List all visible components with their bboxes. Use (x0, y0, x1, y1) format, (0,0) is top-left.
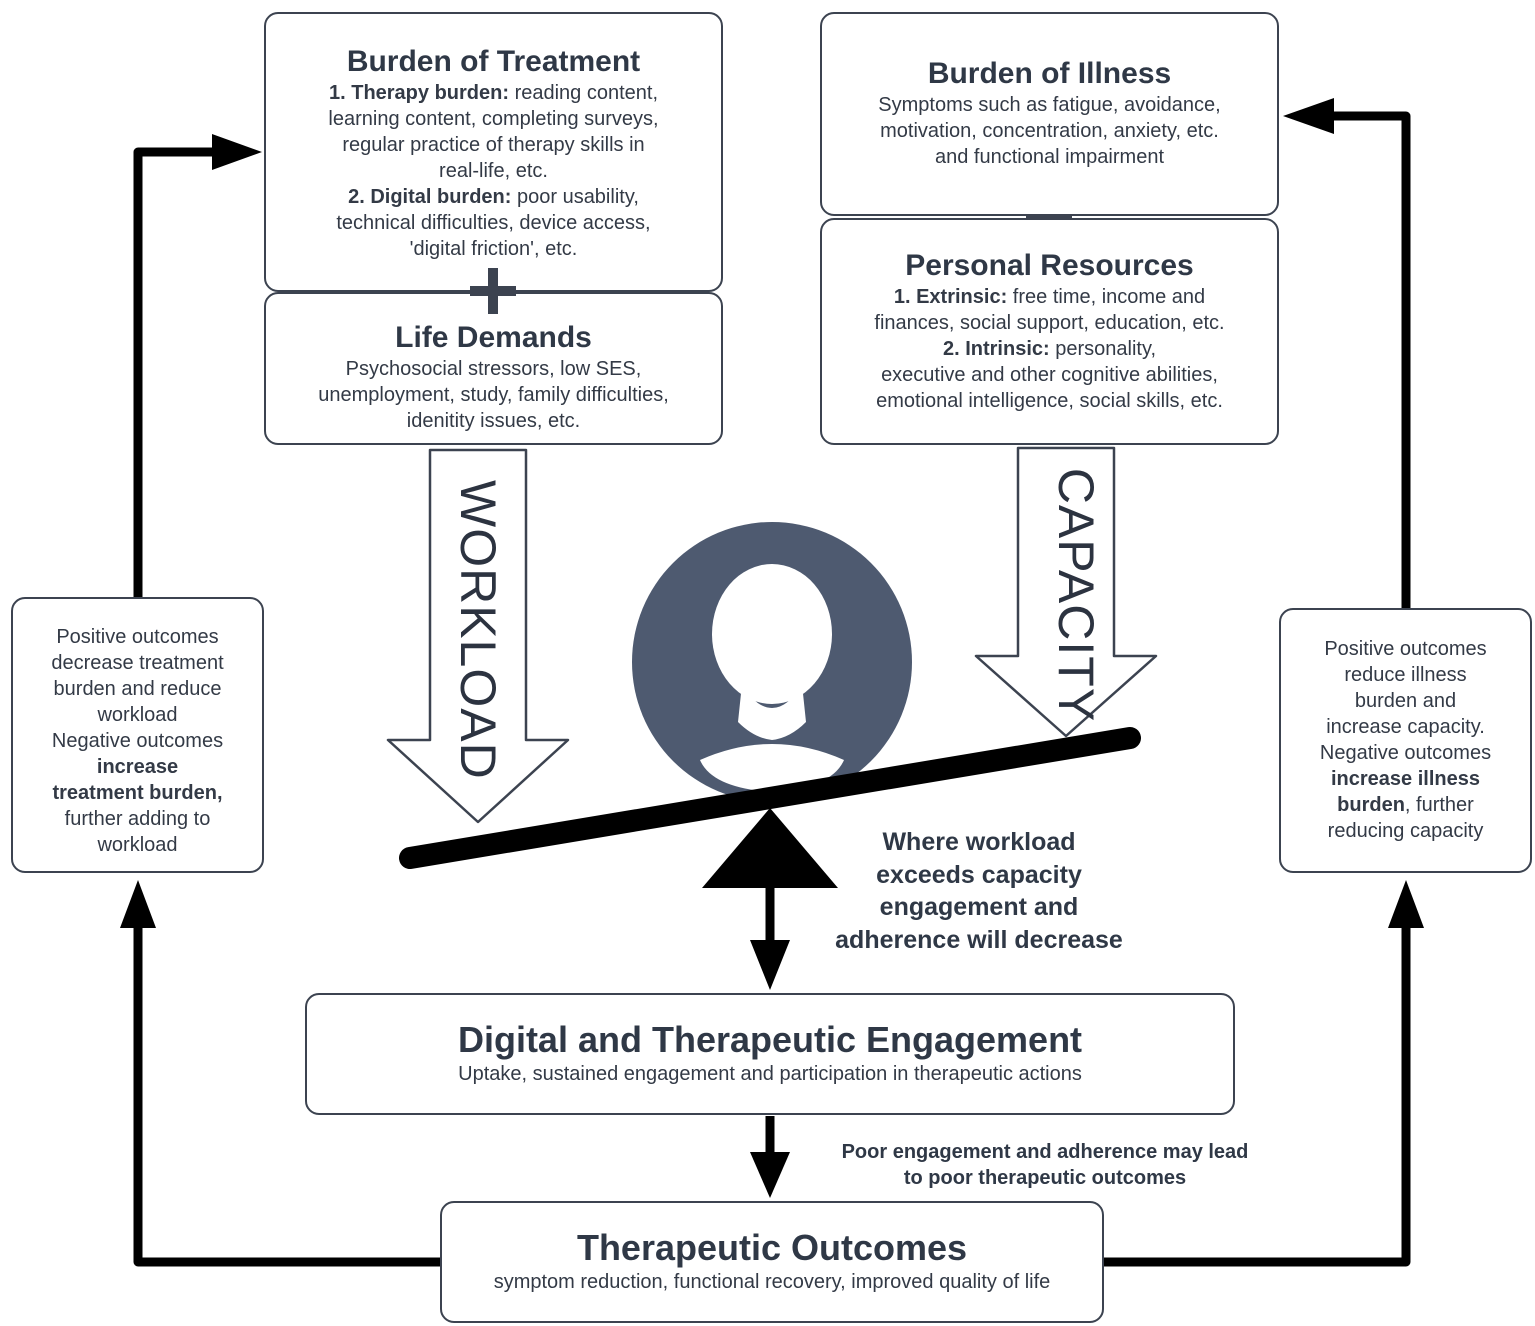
extrinsic-line: 1. Extrinsic: free time, income and (822, 284, 1277, 310)
digital-burden-label: 2. Digital burden: (348, 186, 512, 208)
illness-line-1: Symptoms such as fatigue, avoidance, (878, 94, 1221, 116)
burden-of-treatment-box: Burden of Treatment 1. Therapy burden: r… (264, 12, 723, 292)
outcomes-title: Therapeutic Outcomes (576, 1227, 968, 1268)
therapy-burden-text: reading content, (509, 82, 659, 104)
extrinsic-text: free time, income and (1007, 286, 1206, 308)
resources-line-2: finances, social support, education, etc… (874, 312, 1225, 334)
outcomes-down-arrow-icon (750, 1152, 790, 1198)
right-note-line-7-bold: burden (1337, 794, 1405, 816)
balance-note: Where workload exceeds capacity engageme… (812, 826, 1146, 956)
poor-note-line-2: to poor therapeutic outcomes (903, 1167, 1187, 1189)
left-note-line-1: Positive outcomes (56, 626, 219, 648)
left-note-line-4: workload (97, 704, 178, 726)
therapeutic-outcomes-box: Therapeutic Outcomes symptom reduction, … (440, 1201, 1104, 1323)
workload-label: WORKLOAD (450, 480, 506, 780)
engagement-box: Digital and Therapeutic Engagement Uptak… (305, 993, 1235, 1115)
personal-resources-box: Personal Resources 1. Extrinsic: free ti… (820, 218, 1279, 445)
digital-burden-line: 2. Digital burden: poor usability, (266, 184, 721, 210)
poor-engagement-note: Poor engagement and adherence may lead t… (815, 1139, 1275, 1191)
workload-arrow (386, 448, 570, 824)
balance-note-line-3: engagement and (879, 893, 1079, 921)
left-note-line-9: workload (97, 834, 178, 856)
left-note-line-3: burden and reduce (53, 678, 222, 700)
therapy-burden-line: 1. Therapy burden: reading content, (266, 80, 721, 106)
right-loop-line-bottom (1104, 920, 1411, 1267)
therapy-burden-label: 1. Therapy burden: (328, 82, 510, 104)
balance-note-line-2: exceeds capacity (876, 860, 1082, 889)
life-demands-line-1: Psychosocial stressors, low SES, (345, 358, 642, 380)
down-arrow-icon (750, 940, 790, 990)
left-loop-line-top (133, 147, 222, 597)
digital-burden-text: poor usability, (511, 186, 639, 208)
right-loop-arrowhead-left (1283, 98, 1334, 134)
treatment-line-2: learning content, completing surveys, (328, 108, 659, 130)
right-note-line-8: reducing capacity (1327, 820, 1484, 842)
illness-line-2: motivation, concentration, anxiety, etc. (880, 120, 1219, 142)
intrinsic-line: 2. Intrinsic: personality, (822, 336, 1277, 362)
burden-of-illness-box: Burden of Illness Symptoms such as fatig… (820, 12, 1279, 216)
resources-line-5: emotional intelligence, social skills, e… (876, 390, 1223, 412)
balance-note-line-4: adherence will decrease (835, 925, 1123, 954)
right-note-line-7-rest: , further (1404, 794, 1474, 816)
life-demands-line-2: unemployment, study, family difficulties… (318, 384, 669, 406)
poor-note-line-1: Poor engagement and adherence may lead (841, 1141, 1249, 1163)
treatment-line-6: technical difficulties, device access, (336, 212, 651, 234)
left-note-line-6: increase (96, 756, 179, 778)
left-note-line-8: further adding to (64, 808, 211, 830)
treatment-line-4: real-life, etc. (439, 160, 548, 182)
right-note-line-6: increase illness (1331, 768, 1480, 790)
life-demands-line-3: idenitity issues, etc. (406, 410, 581, 432)
left-note-line-7: treatment burden, (52, 782, 223, 804)
left-loop-line-bottom (133, 920, 440, 1267)
right-note-line-2: reduce illness (1344, 664, 1467, 686)
right-feedback-note: Positive outcomes reduce illness burden … (1279, 608, 1532, 873)
engagement-subtitle: Uptake, sustained engagement and partici… (458, 1063, 1082, 1085)
intrinsic-text: personality, (1049, 338, 1157, 360)
right-loop-arrowhead-up (1388, 880, 1424, 928)
left-note-line-2: decrease treatment (51, 652, 224, 674)
left-loop-arrowhead-up (120, 880, 156, 928)
treatment-line-3: regular practice of therapy skills in (342, 134, 645, 156)
burden-of-illness-title: Burden of Illness (927, 57, 1172, 90)
right-note-line-4: increase capacity. (1326, 716, 1485, 738)
engagement-title: Digital and Therapeutic Engagement (457, 1019, 1083, 1060)
capacity-label: CAPACITY (1048, 467, 1104, 723)
left-note-line-5: Negative outcomes (51, 730, 224, 752)
person-avatar-icon (632, 522, 912, 802)
treatment-line-7: 'digital friction', etc. (409, 238, 578, 260)
balance-note-line-1: Where workload (882, 828, 1076, 856)
outcomes-subtitle: symptom reduction, functional recovery, … (493, 1271, 1051, 1293)
right-loop-line-top (1324, 111, 1411, 608)
seesaw-fulcrum (702, 808, 838, 888)
left-feedback-note: Positive outcomes decrease treatment bur… (11, 597, 264, 873)
right-note-line-3: burden and (1354, 690, 1457, 712)
extrinsic-label: 1. Extrinsic: (893, 286, 1008, 308)
left-loop-arrowhead-right (212, 134, 262, 170)
burden-of-treatment-title: Burden of Treatment (346, 45, 641, 78)
resources-line-4: executive and other cognitive abilities, (881, 364, 1218, 386)
capacity-arrow (974, 446, 1158, 738)
right-note-line-5: Negative outcomes (1319, 742, 1492, 764)
seesaw-beam (399, 727, 1141, 869)
life-demands-title: Life Demands (395, 321, 592, 354)
right-note-line-7: burden, further (1281, 792, 1530, 818)
right-note-line-1: Positive outcomes (1324, 638, 1487, 660)
intrinsic-label: 2. Intrinsic: (942, 338, 1050, 360)
personal-resources-title: Personal Resources (905, 249, 1194, 282)
life-demands-box: Life Demands Psychosocial stressors, low… (264, 292, 723, 445)
illness-line-3: and functional impairment (934, 146, 1164, 168)
